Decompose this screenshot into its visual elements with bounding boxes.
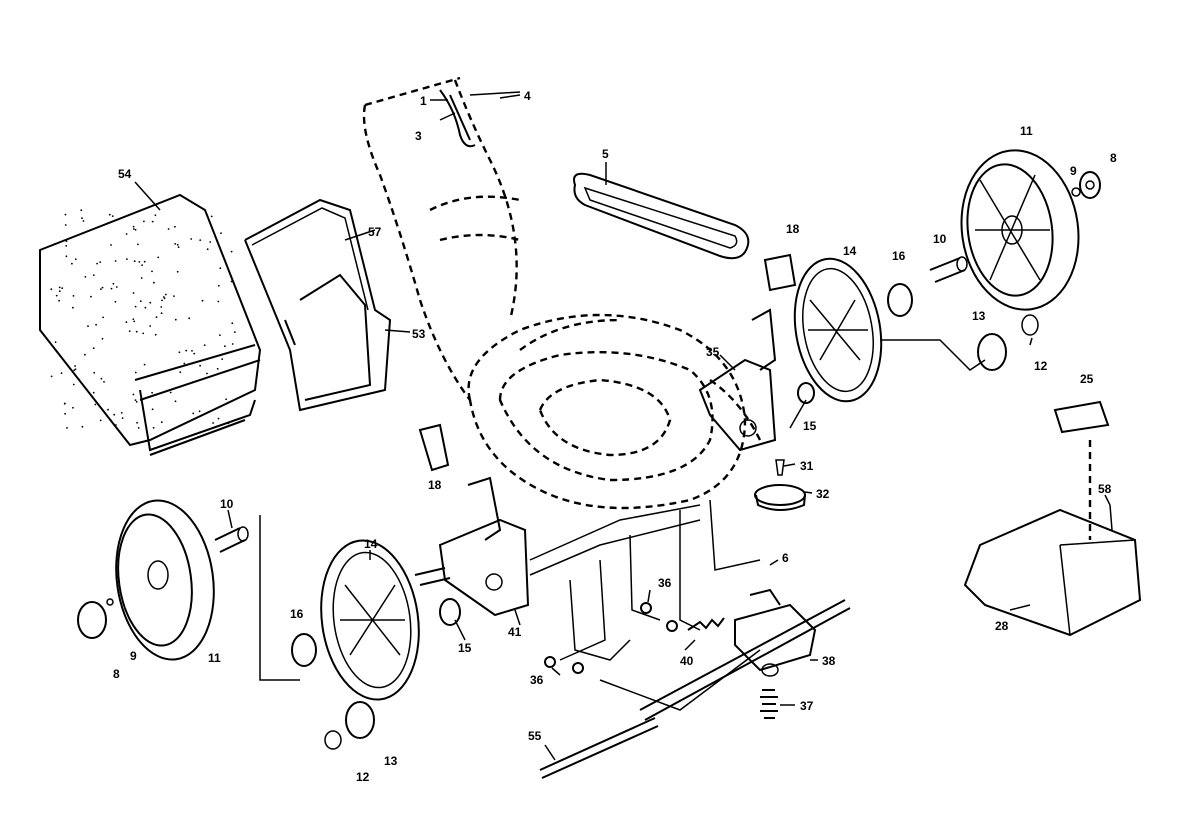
left-wheel bbox=[115, 499, 215, 661]
left-gear-bracket bbox=[414, 423, 530, 617]
callout-31: 31 bbox=[800, 459, 814, 473]
callout-16-left: 16 bbox=[290, 607, 304, 621]
callout-13-left: 13 bbox=[384, 754, 398, 768]
mower-deck-outline bbox=[467, 313, 762, 510]
callout-15-right: 15 bbox=[803, 419, 817, 433]
callout-1: 1 bbox=[420, 94, 427, 108]
callout-12-right: 12 bbox=[1034, 359, 1048, 373]
left-pinion bbox=[324, 701, 375, 750]
callout-10-right: 10 bbox=[933, 232, 947, 246]
right-hubcap bbox=[1071, 171, 1101, 199]
callout-8-left: 8 bbox=[113, 667, 120, 681]
left-washer bbox=[259, 515, 317, 681]
callout-3: 3 bbox=[415, 129, 422, 143]
callout-12-left: 12 bbox=[356, 770, 370, 784]
left-gear-wheel bbox=[320, 539, 420, 701]
callout-15-left: 15 bbox=[458, 641, 472, 655]
callout-18-left: 18 bbox=[428, 478, 442, 492]
bag-frame bbox=[244, 198, 392, 412]
callout-28: 28 bbox=[995, 619, 1009, 633]
right-wheel bbox=[960, 149, 1080, 311]
callout-9-left: 9 bbox=[130, 649, 137, 663]
callout-54: 54 bbox=[118, 167, 132, 181]
leader-lines bbox=[134, 94, 1111, 761]
bag-texture bbox=[50, 209, 236, 429]
callout-36-upper: 36 bbox=[658, 576, 672, 590]
left-hubcap bbox=[77, 598, 114, 639]
callout-9-right: 9 bbox=[1070, 164, 1077, 178]
callout-40: 40 bbox=[680, 654, 694, 668]
callout-38: 38 bbox=[822, 654, 836, 668]
callout-18-top: 18 bbox=[786, 222, 800, 236]
callout-41: 41 bbox=[508, 625, 522, 639]
nuts bbox=[544, 602, 678, 674]
callout-58: 58 bbox=[1098, 482, 1112, 496]
callout-53: 53 bbox=[412, 327, 426, 341]
callout-35: 35 bbox=[706, 345, 720, 359]
callout-10-left: 10 bbox=[220, 497, 234, 511]
right-gear-wheel bbox=[793, 257, 883, 403]
callout-14-right: 14 bbox=[843, 244, 857, 258]
rear-cover bbox=[963, 400, 1142, 637]
callout-55: 55 bbox=[528, 729, 542, 743]
drive-belt bbox=[573, 172, 750, 260]
callout-11-left: 11 bbox=[208, 651, 221, 665]
axle-rod bbox=[539, 717, 659, 779]
transmission bbox=[639, 588, 851, 721]
callout-36-lower: 36 bbox=[530, 673, 544, 687]
callout-37: 37 bbox=[800, 699, 814, 713]
spring bbox=[687, 617, 725, 631]
callout-4: 4 bbox=[524, 89, 531, 103]
right-pinion bbox=[880, 314, 1039, 371]
callouts: 1 3 4 5 11 9 8 54 57 53 18 14 16 10 13 1… bbox=[113, 89, 1117, 784]
callout-11-right: 11 bbox=[1020, 124, 1033, 138]
grass-bag bbox=[39, 193, 262, 456]
left-bushing bbox=[214, 526, 249, 553]
callout-6: 6 bbox=[782, 551, 789, 565]
callout-5: 5 bbox=[602, 147, 609, 161]
callout-16-right: 16 bbox=[892, 249, 906, 263]
right-gear-bracket bbox=[698, 253, 815, 452]
drive-rods bbox=[529, 499, 761, 711]
callout-8-right: 8 bbox=[1110, 151, 1117, 165]
callout-32: 32 bbox=[816, 487, 830, 501]
drive-cap bbox=[754, 459, 806, 511]
callout-14-left: 14 bbox=[364, 537, 378, 551]
right-bushing bbox=[929, 256, 968, 283]
right-washer bbox=[887, 283, 913, 317]
left-washer-15 bbox=[439, 598, 461, 626]
callout-13-right: 13 bbox=[972, 309, 986, 323]
handle-assembly bbox=[362, 76, 521, 401]
callout-25: 25 bbox=[1080, 372, 1094, 386]
spring-37 bbox=[760, 689, 778, 719]
callout-57: 57 bbox=[368, 225, 382, 239]
